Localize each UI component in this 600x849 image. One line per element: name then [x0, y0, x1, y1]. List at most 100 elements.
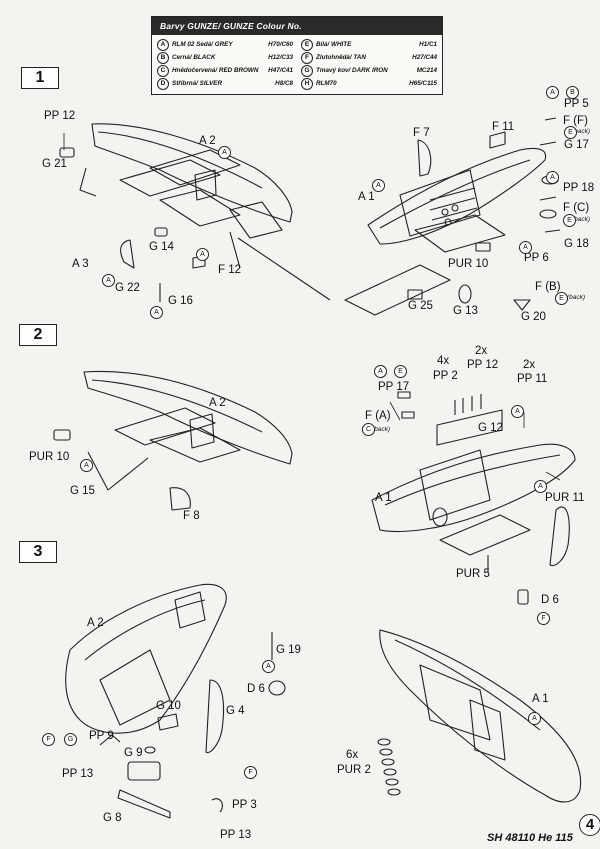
fuselage-half-a2-step3 — [65, 583, 286, 819]
part-label: G 18 — [564, 238, 589, 250]
colour-letter-icon: H — [301, 77, 313, 90]
part-label: PP 5 — [564, 98, 589, 110]
part-label: F (B) — [535, 281, 561, 293]
colour-callout-icon: A — [372, 179, 385, 192]
colour-callout-icon: F — [244, 766, 257, 779]
fuselage-half-a2-step1 — [59, 123, 331, 302]
fuselage-half-a1-step1 — [344, 117, 561, 316]
colour-callout-icon: A — [546, 86, 559, 99]
part-label: PP 13 — [220, 829, 252, 841]
part-label: PP 2 — [433, 370, 458, 382]
colour-callout-icon: A — [80, 459, 93, 472]
colour-callout-icon: A — [102, 274, 115, 287]
back-note: (back) — [572, 128, 591, 135]
page-number: 4 — [579, 814, 600, 836]
part-label: A 1 — [358, 191, 375, 203]
colour-callout-icon: A — [528, 712, 541, 725]
colour-callout-icon: E — [564, 126, 577, 139]
part-label: PP 18 — [563, 182, 595, 194]
fuselage-half-a2-step2 — [53, 370, 293, 511]
legend-title: Barvy GUNZE/ GUNZE Colour No. — [152, 17, 442, 35]
part-label: F 7 — [413, 127, 430, 139]
step-1-marker: 1 — [21, 67, 59, 89]
part-label: PUR 10 — [448, 258, 489, 270]
colour-letter-icon: A — [157, 38, 169, 51]
back-note: (back) — [372, 426, 391, 433]
part-label: 2x — [523, 359, 536, 371]
part-label: A 1 — [375, 492, 392, 504]
colour-callout-icon: G — [64, 733, 77, 746]
colour-letter-icon: G — [301, 64, 313, 77]
colour-callout-icon: F — [537, 612, 550, 625]
colour-callout-icon: A — [511, 405, 524, 418]
part-label: PUR 5 — [456, 568, 490, 580]
colour-callout-icon: A — [218, 146, 231, 159]
part-label: G 15 — [70, 485, 95, 497]
colour-letter-icon: B — [157, 51, 169, 64]
fuselage-half-a1-step2 — [371, 391, 576, 605]
part-label: F 12 — [218, 264, 242, 276]
part-label: F 8 — [183, 510, 200, 522]
part-label: PUR 2 — [337, 764, 371, 776]
colour-callout-icon: E — [555, 292, 568, 305]
part-label: PUR 10 — [29, 451, 70, 463]
part-label: PP 17 — [378, 381, 410, 393]
part-label: G 19 — [276, 644, 301, 656]
part-label: PP 12 — [44, 110, 76, 122]
colour-letter-icon: C — [157, 64, 169, 77]
part-label: G 9 — [124, 747, 143, 759]
colour-callout-icon: C — [362, 423, 375, 436]
step-2-marker: 2 — [19, 324, 57, 346]
part-label: G 10 — [156, 700, 181, 712]
colour-callout-icon: A — [534, 480, 547, 493]
part-label: A 2 — [209, 397, 226, 409]
part-label: G 14 — [149, 241, 174, 253]
part-label: G 8 — [103, 812, 122, 824]
part-label: F (C) — [563, 202, 590, 214]
colour-callout-icon: A — [519, 241, 532, 254]
part-label: G 21 — [42, 158, 67, 170]
colour-callout-icon: A — [150, 306, 163, 319]
colour-letter-icon: D — [157, 77, 169, 90]
part-label: PUR 11 — [545, 492, 585, 504]
part-label: PP 11 — [517, 373, 548, 385]
part-label: F (F) — [563, 115, 588, 127]
colour-callout-icon: A — [196, 248, 209, 261]
part-label: D 6 — [541, 594, 559, 606]
part-label: G 12 — [478, 422, 503, 434]
part-label: PP 12 — [467, 359, 499, 371]
part-label: A 2 — [199, 135, 216, 147]
part-label: G 17 — [564, 139, 589, 151]
part-label: PP 9 — [89, 730, 114, 742]
colour-callout-icon: A — [546, 171, 559, 184]
step-3-marker: 3 — [19, 541, 57, 563]
colour-letter-icon: F — [301, 51, 313, 64]
colour-callout-icon: E — [563, 214, 576, 227]
part-label: G 25 — [408, 300, 433, 312]
kit-footer: SH 48110 He 115 — [487, 832, 573, 844]
part-label: A 3 — [72, 258, 89, 270]
part-label: 6x — [346, 749, 359, 761]
part-label: G 22 — [115, 282, 140, 294]
part-label: 2x — [475, 345, 488, 357]
part-label: A 1 — [532, 693, 549, 705]
fuselage-half-a1-step3 — [377, 629, 582, 803]
colour-callout-icon: A — [374, 365, 387, 378]
part-label: F 11 — [492, 121, 515, 133]
part-label: F (A) — [365, 410, 391, 422]
part-label: G 4 — [226, 705, 245, 717]
part-label: PP 3 — [232, 799, 257, 811]
part-label: PP 6 — [524, 252, 549, 264]
part-label: G 20 — [521, 311, 546, 323]
